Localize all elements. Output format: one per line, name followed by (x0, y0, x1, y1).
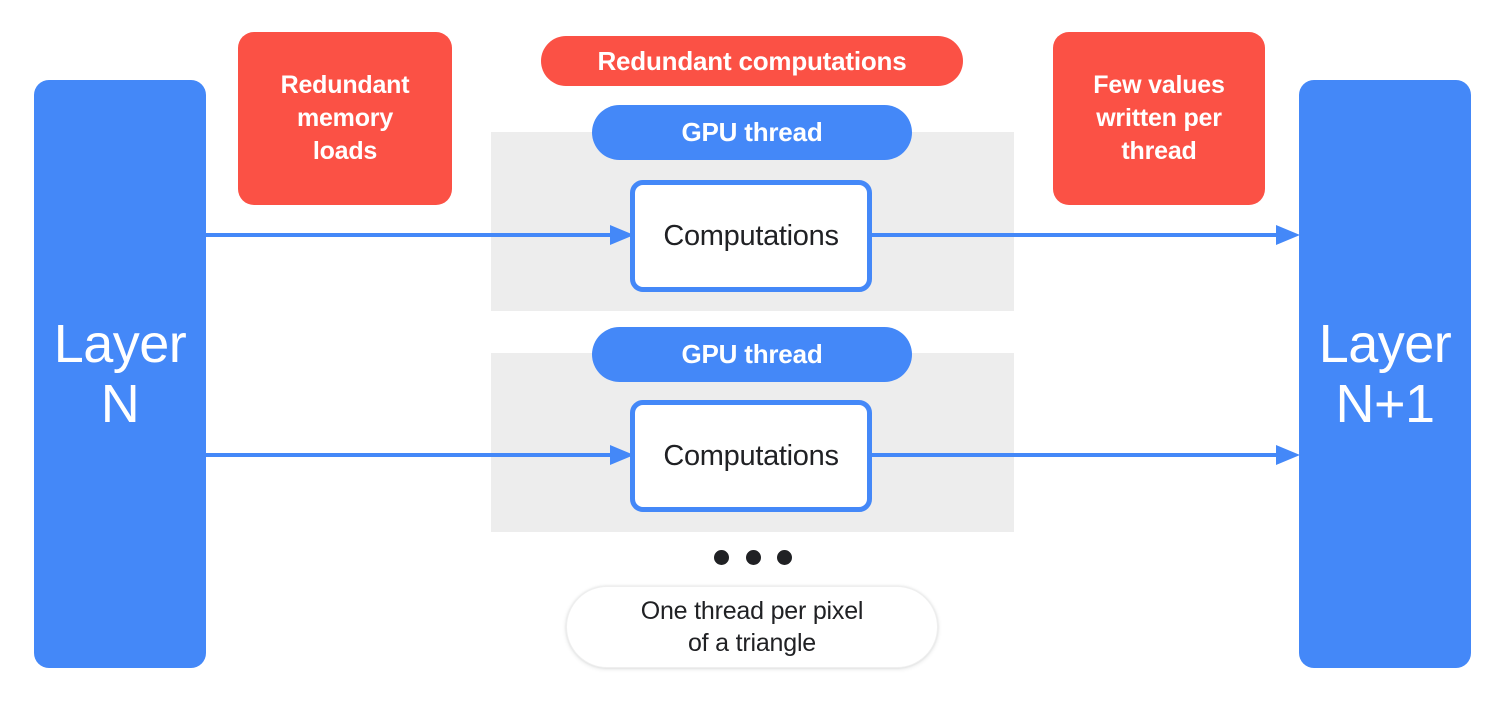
computations-box-1: Computations (630, 180, 872, 292)
arrow-output-thread-2 (868, 445, 1300, 465)
layer-n-block: Layer N (34, 80, 206, 668)
annotation-redundant-memory-loads: Redundant memory loads (238, 32, 452, 205)
annotation-redundant-computations: Redundant computations (541, 36, 963, 86)
ellipsis-dot-2 (745, 549, 761, 565)
gpu-thread-pill-2: GPU thread (592, 327, 912, 382)
annotation-few-values-written-per-thread: Few values written per thread (1053, 32, 1265, 205)
layer-n-plus-1-block: Layer N+1 (1299, 80, 1471, 668)
arrow-output-thread-1 (868, 225, 1300, 245)
caption-one-thread-per-pixel: One thread per pixel of a triangle (566, 586, 938, 668)
arrow-input-thread-2 (206, 445, 634, 465)
more-threads-ellipsis-icon (714, 549, 792, 565)
ellipsis-dot-3 (777, 549, 792, 565)
arrow-input-thread-1 (206, 225, 634, 245)
gpu-thread-pill-1: GPU thread (592, 105, 912, 160)
ellipsis-dot-1 (714, 549, 729, 565)
computations-box-2: Computations (630, 400, 872, 512)
